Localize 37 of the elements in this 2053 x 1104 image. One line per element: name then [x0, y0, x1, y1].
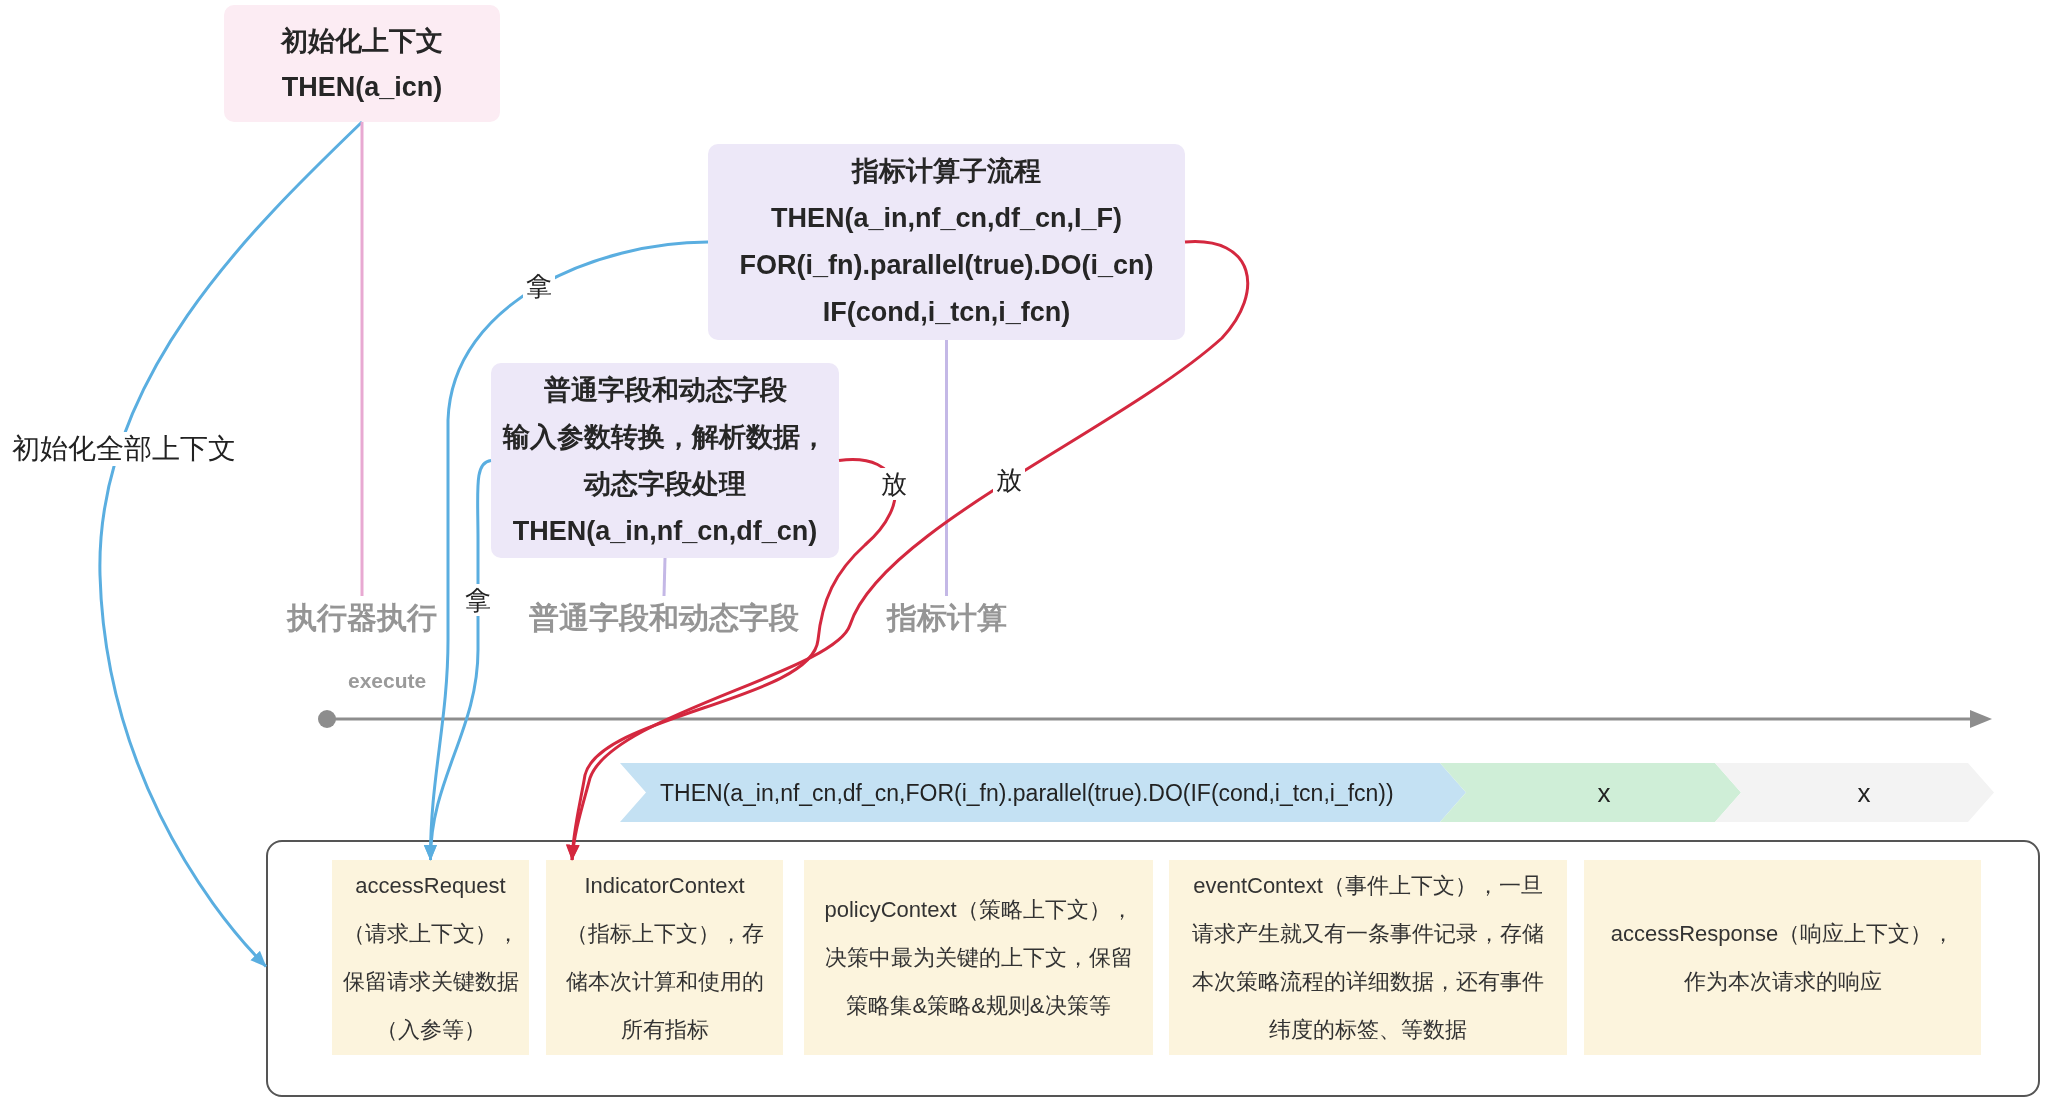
context-card [1584, 860, 1981, 1055]
connector-arrow [98, 120, 364, 968]
box-title: 指标计算子流程 [852, 155, 1041, 188]
code-line: THEN(a_icn) [281, 70, 443, 104]
stage-label: 普通字段和动态字段 [529, 600, 799, 636]
stage-label: 执行器执行 [287, 600, 437, 636]
code-line: IF(cond,i_tcn,i_fcn) [822, 296, 1071, 329]
connector-arrow [566, 240, 1249, 861]
axis-label: execute [348, 668, 427, 694]
edge-label: 拿 [523, 270, 555, 302]
context-card [1169, 860, 1567, 1055]
subprocess-box [708, 144, 1185, 340]
card-text: IndicatorContext（指标上下文），存储本次计算和使用的所有指标 [564, 871, 765, 1044]
box-title: 普通字段和动态字段 [543, 373, 787, 407]
connector-line [945, 340, 948, 596]
context-card [546, 860, 783, 1055]
card-text: accessRequest（请求上下文），保留请求关键数据（入参等） [341, 871, 520, 1044]
process-box [224, 5, 500, 122]
box-text: 输入参数转换，解析数据，动态字段处理 [501, 420, 828, 501]
subprocess-box [491, 363, 839, 558]
step-label: THEN(a_in,nf_cn,df_cn,FOR(i_fn).parallel(true).DO(IF(cond,i_tcn,i_fcn)) [660, 778, 1394, 808]
context-card [332, 860, 529, 1055]
container-box [266, 840, 2040, 1097]
code-line: THEN(a_in,nf_cn,df_cn) [512, 514, 818, 548]
stage-label: 指标计算 [886, 600, 1007, 636]
code-line: THEN(a_in,nf_cn,df_cn,I_F) [770, 202, 1122, 235]
code-line: FOR(i_fn).parallel(true).DO(i_cn) [739, 249, 1154, 282]
context-card [804, 860, 1153, 1055]
step-label: x [1857, 776, 1871, 809]
connector-arrow [424, 240, 709, 861]
connector-line [360, 122, 364, 596]
connector-line [662, 557, 667, 597]
box-title: 初始化上下文 [281, 24, 443, 58]
card-text: accessResponse（响应上下文），作为本次请求的响应 [1609, 919, 1956, 996]
card-text: policyContext（策略上下文），决策中最为关键的上下文，保留策略集&策略&规则&决策等 [823, 895, 1134, 1020]
card-text: eventContext（事件上下文），一旦请求产生就又有一条事件记录，存储本次策略流程的详细数据，还有事件纬度的标签、等数据 [1191, 871, 1545, 1044]
step-label: x [1597, 776, 1611, 809]
